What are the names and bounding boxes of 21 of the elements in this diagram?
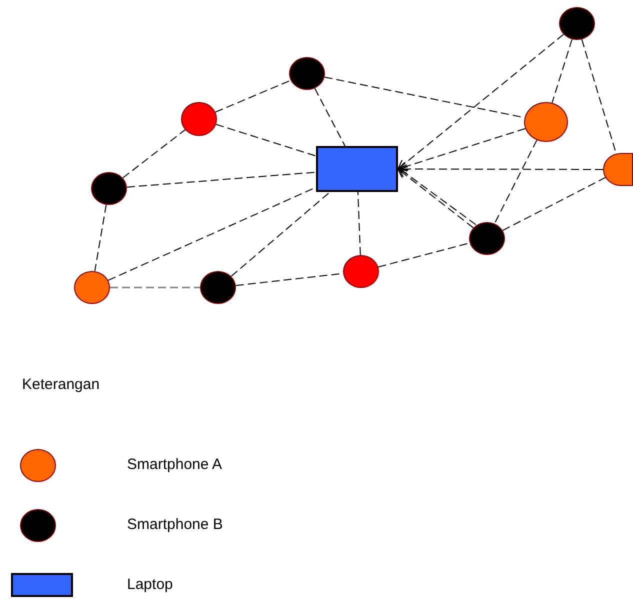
legend-label: Smartphone A (127, 456, 222, 473)
legend-label: Laptop (127, 576, 173, 593)
dashed-line (314, 88, 346, 146)
dashed-arrow (397, 34, 564, 170)
dashed-line (494, 140, 538, 224)
dashed-line (216, 124, 316, 156)
dashed-line (122, 129, 186, 178)
dashed-arrow (397, 164, 604, 174)
dashed-line (214, 80, 292, 113)
dashed-line (94, 204, 107, 272)
dashed-line (502, 177, 606, 231)
dashed-line (110, 286, 200, 288)
dashed-line (357, 192, 361, 256)
dashed-line (378, 242, 470, 268)
dashed-line (230, 192, 330, 277)
laptop-rectangle (316, 146, 398, 192)
dashed-line (126, 172, 316, 188)
legend-label: Smartphone B (127, 516, 223, 533)
legend-heading: Keterangan (22, 376, 100, 393)
dashed-line (552, 38, 572, 104)
dashed-arrow (397, 128, 526, 172)
